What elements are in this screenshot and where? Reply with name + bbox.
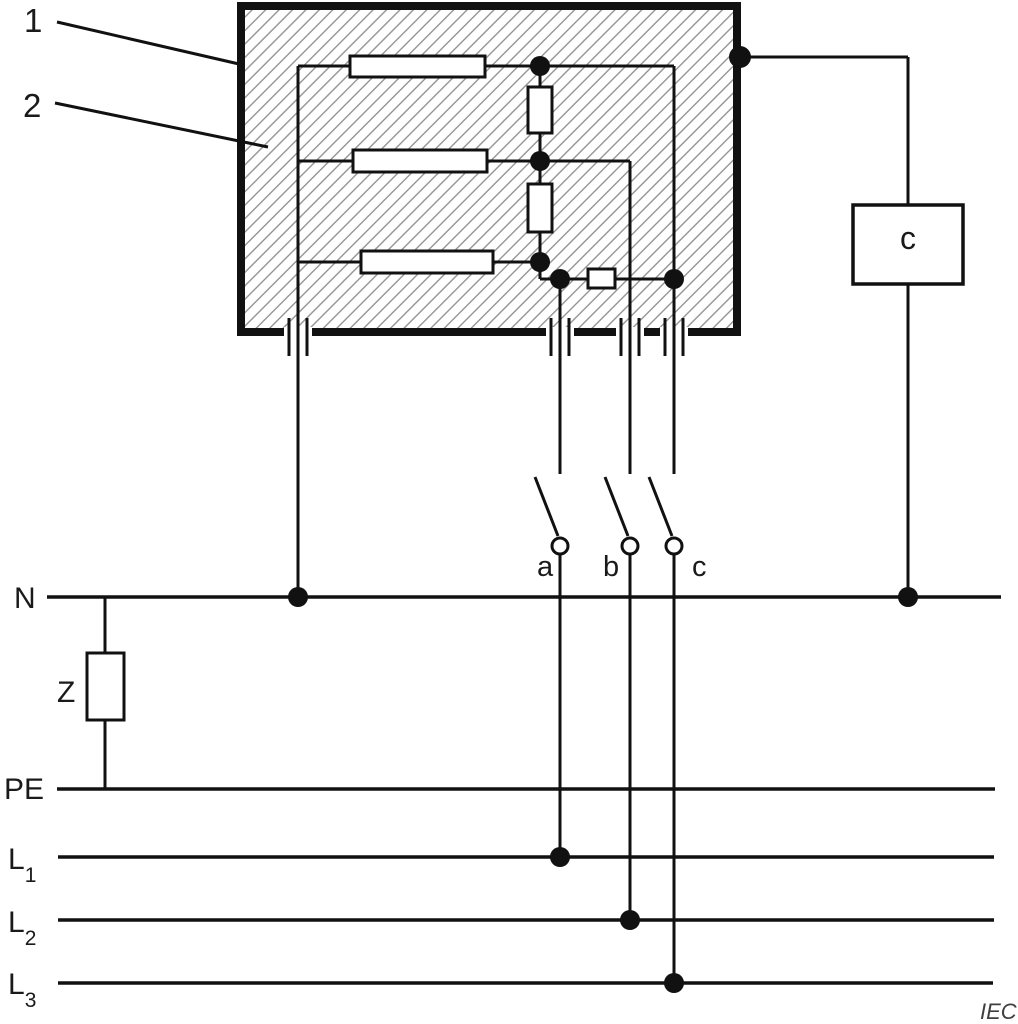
switch-b-blade bbox=[603, 476, 630, 537]
switch-a-label: a bbox=[537, 551, 554, 583]
junction-dot bbox=[550, 847, 570, 867]
junction-dot bbox=[530, 151, 550, 171]
impedance-label: Z bbox=[57, 676, 76, 709]
bus-l1-subscript: 1 bbox=[24, 864, 37, 887]
series-element bbox=[586, 267, 617, 290]
measuring-box bbox=[851, 203, 965, 286]
bus-l2-subscript: 2 bbox=[24, 927, 37, 950]
impedance-box bbox=[85, 651, 126, 722]
callout-leaders bbox=[54, 20, 269, 149]
impedance-z bbox=[85, 597, 126, 789]
callout-2-label: 2 bbox=[23, 87, 42, 124]
bus-l1-letter: L bbox=[8, 843, 25, 876]
resistor-bottom bbox=[359, 249, 495, 275]
callout-1-label: 1 bbox=[24, 2, 43, 39]
bus-l2-letter: L bbox=[8, 906, 25, 939]
junction-dot bbox=[550, 269, 570, 289]
bus-n-label: N bbox=[14, 582, 36, 615]
switch-a-blade bbox=[533, 476, 560, 537]
enclosure-connection-dot bbox=[729, 46, 751, 68]
bus-junction-dots bbox=[288, 587, 918, 993]
bus-l3-label: L3 bbox=[8, 968, 37, 1012]
resistor-vertical-lower bbox=[526, 182, 554, 234]
junction-dot bbox=[664, 973, 684, 993]
bus-l3-letter: L bbox=[8, 968, 25, 1001]
bus-pe-label: PE bbox=[4, 773, 45, 806]
iec-credit: IEC bbox=[980, 999, 1017, 1024]
switch-a-contact bbox=[550, 536, 570, 556]
switch-b bbox=[603, 476, 640, 920]
junction-dot bbox=[664, 269, 684, 289]
measuring-box-label: c bbox=[900, 220, 916, 256]
callout-1-leader bbox=[56, 20, 240, 66]
junction-dot bbox=[288, 587, 308, 607]
junction-dot bbox=[530, 252, 550, 272]
switch-c-label: c bbox=[692, 551, 707, 583]
internal-circuit bbox=[296, 54, 684, 597]
switch-c-contact bbox=[664, 536, 684, 556]
callout-2-leader bbox=[54, 101, 269, 149]
equipment-enclosure bbox=[237, 2, 741, 339]
bus-l3-subscript: 3 bbox=[24, 989, 37, 1012]
junction-dot bbox=[620, 910, 640, 930]
switch-a bbox=[533, 476, 570, 857]
resistor-vertical-upper bbox=[526, 85, 554, 135]
enclosure-bushings bbox=[287, 318, 685, 356]
switch-b-contact bbox=[620, 536, 640, 556]
bus-l2-label: L2 bbox=[8, 906, 37, 950]
switch-b-label: b bbox=[603, 551, 620, 583]
junction-dot bbox=[530, 56, 550, 76]
junction-dot bbox=[898, 587, 918, 607]
resistor-middle bbox=[351, 148, 489, 174]
measuring-network bbox=[729, 46, 965, 597]
switch-c-blade bbox=[647, 476, 674, 537]
bus-l1-label: L1 bbox=[8, 843, 37, 887]
resistor-top bbox=[348, 54, 487, 79]
bus-lines bbox=[47, 595, 1001, 985]
switch-c bbox=[647, 476, 684, 983]
